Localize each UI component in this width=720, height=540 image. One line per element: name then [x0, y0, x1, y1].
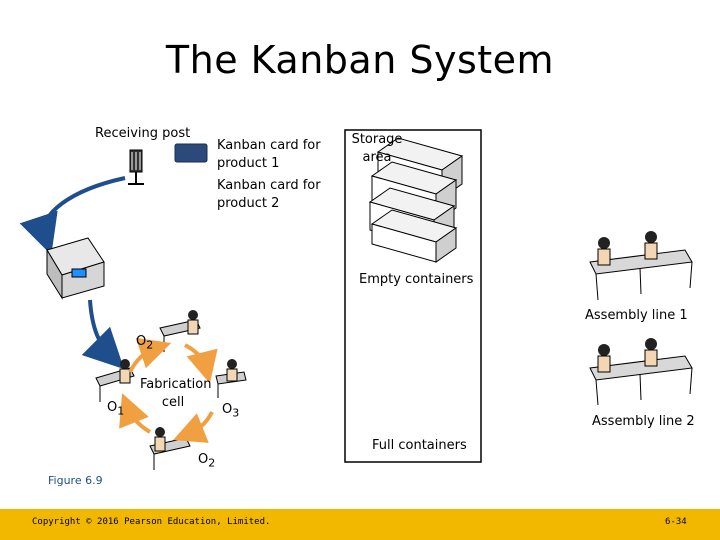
receiving-post-label: Receiving post — [95, 126, 191, 141]
assembly-line-1-label: Assembly line 1 — [585, 308, 688, 323]
full-containers-label: Full containers — [372, 438, 467, 453]
fabrication-cell-label: Fabrication cell — [140, 377, 212, 410]
container-box-icon — [46, 237, 105, 300]
operation-o2-bottom-label: O2 — [198, 452, 216, 470]
figure-caption: Figure 6.9 — [48, 474, 103, 487]
assembly-line-2-label: Assembly line 2 — [592, 414, 695, 429]
assembly-line-1-illustration — [589, 231, 693, 301]
footer-bar — [0, 509, 720, 540]
receiving-post-icon — [128, 149, 144, 185]
storage-area-label: Storage area — [351, 132, 403, 165]
cycle-arrow-bottom — [119, 393, 152, 434]
fabrication-worker-right — [215, 359, 247, 398]
return-arrow — [19, 176, 126, 255]
fabrication-worker-bottom — [149, 427, 191, 470]
fabrication-worker-left — [95, 359, 135, 402]
kanban-card-icon — [174, 143, 208, 163]
cycle-arrow-right — [173, 411, 214, 443]
empty-containers-label: Empty containers — [359, 272, 474, 287]
storage-area-boxes — [344, 129, 482, 463]
kanban-card-product-2-label: Kanban card for product 2 — [217, 178, 321, 211]
operation-o3-label: O3 — [222, 402, 240, 420]
to-fabrication-arrow — [81, 299, 125, 370]
cycle-arrow-top — [184, 343, 218, 384]
operation-o1-label: O1 — [107, 400, 125, 418]
page-title: The Kanban System — [165, 38, 555, 82]
operation-o2-top-label: O2 — [136, 334, 154, 352]
cycle-arrow-left — [128, 337, 172, 373]
copyright-text: Copyright © 2016 Pearson Education, Limi… — [32, 517, 271, 527]
assembly-line-2-illustration — [589, 338, 693, 406]
kanban-card-product-1-label: Kanban card for product 1 — [217, 138, 321, 171]
page-number: 6-34 — [665, 517, 687, 527]
fabrication-worker-top — [159, 310, 201, 352]
